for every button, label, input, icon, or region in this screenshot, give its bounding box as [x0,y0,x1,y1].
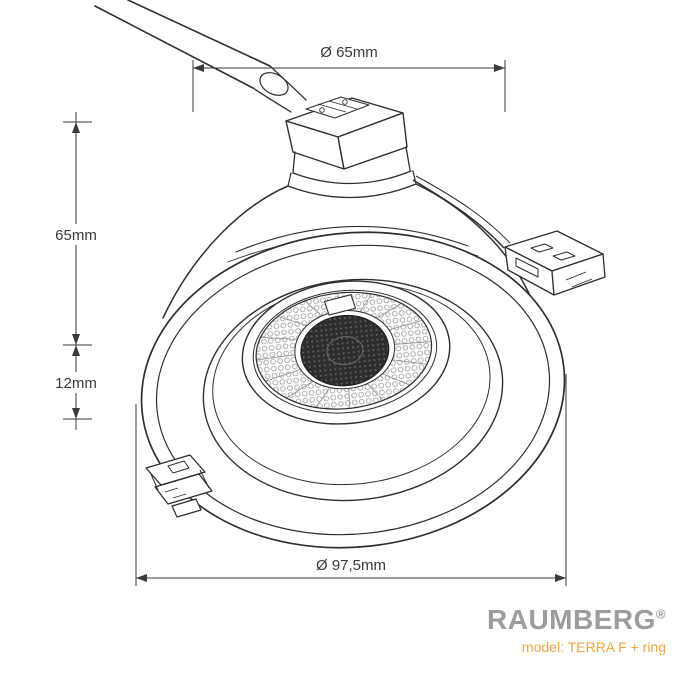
connector-block [412,175,606,296]
junction-box [285,96,408,170]
brand-logo: RAUMBERG® [487,606,666,634]
brand-name-text: RAUMBERG [487,604,656,635]
dimension-ring-height-label: 12mm [55,375,97,392]
registered-trademark: ® [655,606,666,622]
dimension-top-diameter-label: Ø 65mm [320,44,378,61]
dimension-body-height-label: 65mm [55,227,97,244]
mesh-grille [300,314,390,387]
brand-block: RAUMBERG® model: TERRA F + ring [487,606,666,655]
model-label: model: TERRA F + ring [521,639,666,655]
dimension-overall-diameter-label: Ø 97,5mm [316,557,386,574]
dimension-bottom: Ø 97,5mm [135,374,567,586]
trim-ring [140,231,566,549]
dimension-top: Ø 65mm [192,44,506,112]
mounting-clip [145,454,213,518]
dimension-left: 65mm 12mm [52,112,100,430]
power-cable [94,0,307,113]
lamp-top-tab [323,294,357,316]
lamp-neck [287,146,417,199]
